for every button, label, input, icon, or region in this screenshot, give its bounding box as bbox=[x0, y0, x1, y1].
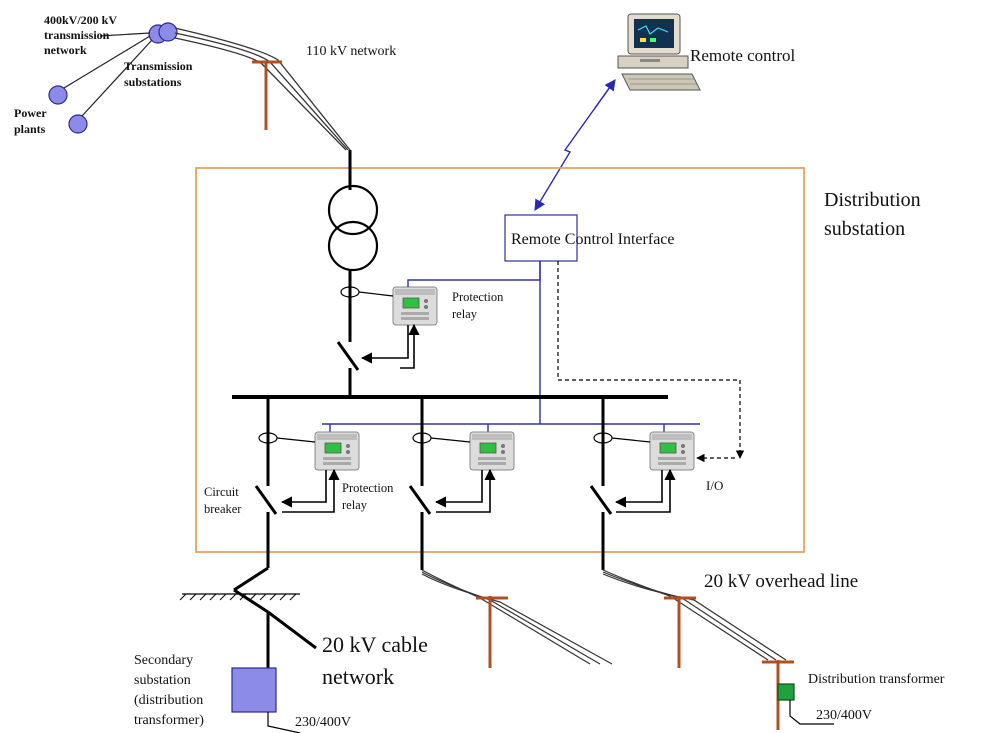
trip-wire bbox=[616, 468, 676, 513]
remote-control-interface-box bbox=[504, 214, 578, 262]
distribution-substation-border bbox=[195, 167, 805, 553]
overhead-line-feeder-3 bbox=[602, 569, 794, 730]
trip-wire bbox=[280, 470, 327, 508]
label-transmission-substations: Transmission substations bbox=[124, 59, 195, 89]
label-protection-relay-top: Protection relay bbox=[452, 290, 507, 321]
label-distribution-substation: Distribution substation bbox=[824, 189, 926, 240]
label-power-plants: Power plants bbox=[14, 106, 49, 136]
protection-relay-icon bbox=[314, 431, 360, 471]
io-dashed-link bbox=[557, 261, 745, 459]
power-plant-circle-1 bbox=[48, 85, 68, 105]
power-plant-circle-2 bbox=[68, 114, 88, 134]
label-remote-control: Remote control bbox=[690, 46, 796, 65]
trip-wire bbox=[282, 468, 340, 513]
trip-wire bbox=[614, 470, 663, 508]
protection-relay-icon bbox=[469, 431, 515, 471]
transmission-substation-circle-2 bbox=[158, 22, 178, 42]
circuit-breaker-switch bbox=[589, 485, 613, 515]
computer-icon bbox=[617, 13, 701, 91]
label-io: I/O bbox=[706, 478, 723, 493]
transformer-icon bbox=[327, 184, 379, 272]
label-circuit-breaker: Circuit breaker bbox=[204, 485, 242, 516]
label-transmission-network: 400kV/200 kV transmission network bbox=[44, 13, 120, 57]
line-110kv bbox=[174, 37, 347, 151]
circuit-breaker-switch bbox=[336, 341, 360, 371]
connector-line bbox=[99, 32, 151, 37]
ct-wire bbox=[611, 437, 651, 443]
cable-network bbox=[179, 566, 317, 668]
label-secondary-substation: Secondary substation (distribution trans… bbox=[134, 653, 207, 728]
trip-wire bbox=[360, 325, 409, 364]
trip-wire bbox=[400, 323, 420, 369]
label-voltage-distribution: 230/400V bbox=[816, 708, 872, 723]
pole-110kv bbox=[252, 60, 282, 130]
trip-wire bbox=[434, 470, 483, 508]
connector-line bbox=[81, 39, 153, 117]
protection-relay-icon bbox=[392, 286, 438, 326]
circuit-breaker-switch bbox=[408, 485, 432, 515]
ct-wire bbox=[276, 437, 316, 443]
label-overhead-line-20kv: 20 kV overhead line bbox=[704, 571, 858, 592]
lv-line bbox=[267, 712, 301, 733]
secondary-substation-box bbox=[231, 667, 277, 713]
label-distribution-transformer: Distribution transformer bbox=[808, 672, 945, 687]
trip-wire bbox=[436, 468, 496, 513]
protection-relay-icon bbox=[649, 431, 695, 471]
label-voltage-secondary: 230/400V bbox=[295, 715, 351, 730]
distribution-transformer-box bbox=[777, 683, 795, 701]
remote-control-link bbox=[534, 79, 616, 211]
ct-wire bbox=[358, 291, 394, 297]
label-110kv-network: 110 kV network bbox=[306, 44, 396, 59]
connector-line bbox=[63, 35, 151, 89]
relay-bus bbox=[407, 261, 541, 287]
line-110kv bbox=[174, 27, 351, 151]
lv-line bbox=[789, 700, 834, 725]
overhead-line-feeder-2 bbox=[421, 569, 613, 668]
circuit-breaker-switch bbox=[254, 485, 278, 515]
ct-wire bbox=[430, 437, 471, 443]
label-remote-control-interface: Remote Control Interface bbox=[511, 231, 675, 248]
transmission-area bbox=[48, 22, 351, 151]
label-cable-network-20kv: 20 kV cable network bbox=[322, 632, 433, 689]
label-protection-relay-bottom: Protection relay bbox=[342, 481, 397, 512]
